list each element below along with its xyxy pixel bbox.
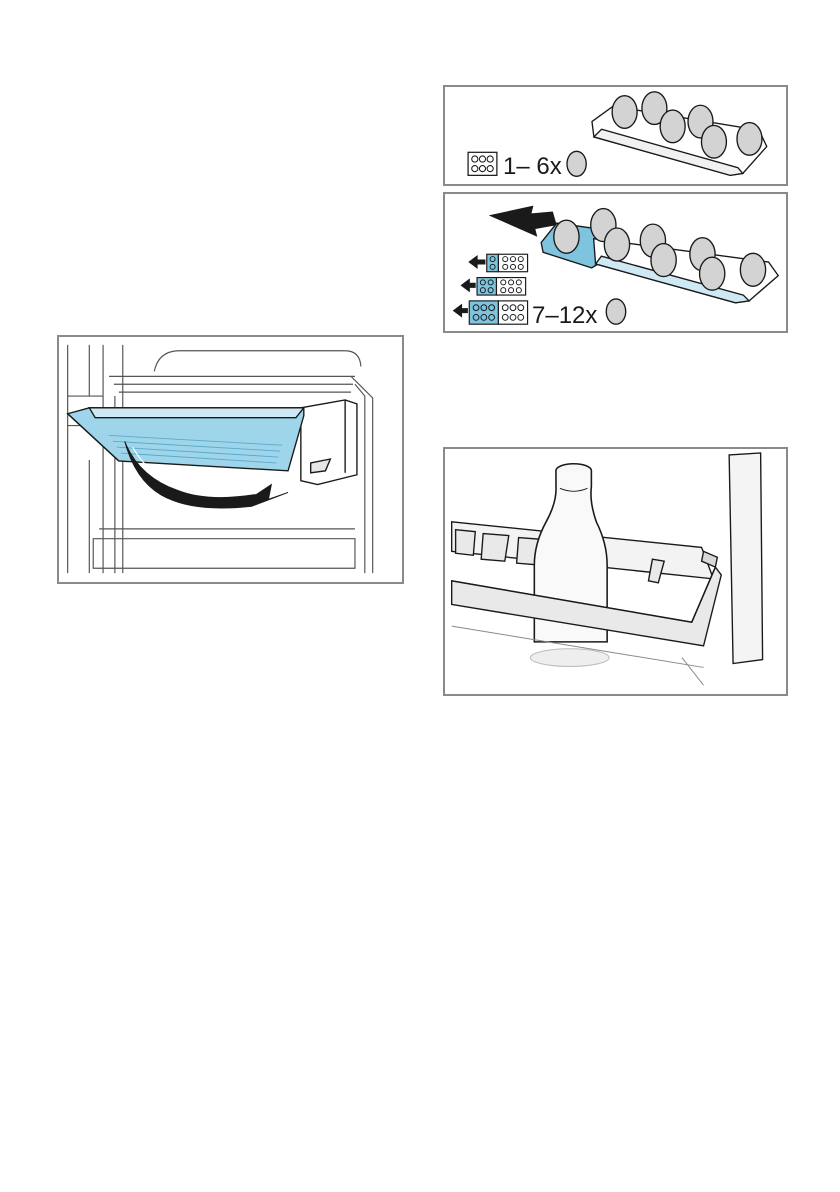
- egg-tray-icon: [468, 152, 497, 175]
- egg-tray-step-icons: [454, 254, 528, 324]
- egg-tray-extended-illustration: [445, 194, 786, 331]
- egg-icon: [606, 299, 625, 324]
- quantity-label-extended: 7–12x: [532, 304, 597, 328]
- egg-tray-single-figure: 1– 6x: [443, 85, 788, 186]
- door-shelf-illustration: [59, 337, 402, 582]
- bottle-rack-illustration: [445, 449, 786, 694]
- quantity-label-single: 1– 6x: [503, 155, 562, 179]
- egg-tray-extended-figure: 7–12x: [443, 192, 788, 333]
- arrow-left-icon: [489, 206, 557, 237]
- egg-tray-single-illustration: [445, 87, 786, 184]
- door-shelf-removal-figure: [57, 335, 404, 584]
- egg-icon: [567, 151, 586, 176]
- bottle-in-door-rack-figure: [443, 447, 788, 696]
